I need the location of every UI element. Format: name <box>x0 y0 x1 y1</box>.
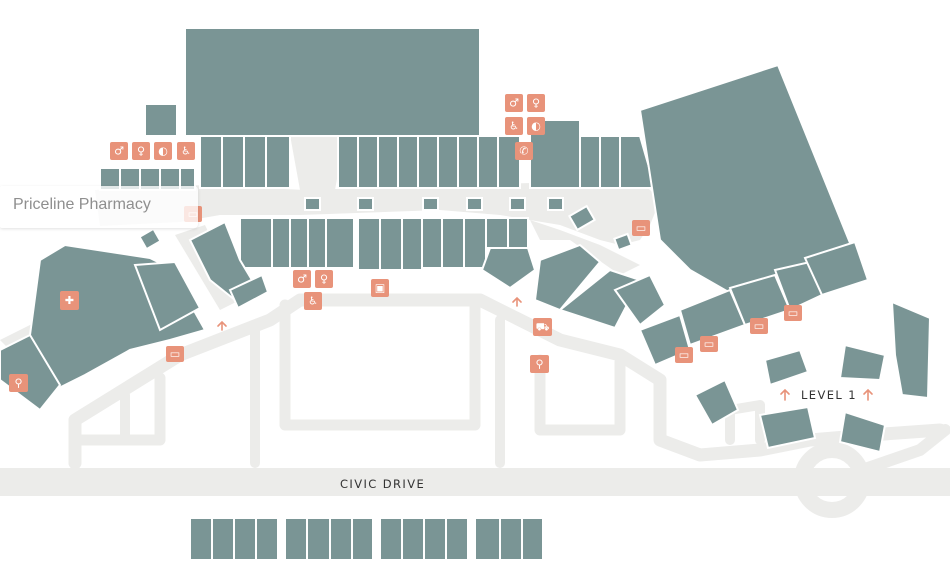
female-restroom-icon[interactable]: ♀ <box>527 94 545 112</box>
shops <box>0 27 932 561</box>
atm-icon[interactable]: ▭ <box>784 305 802 321</box>
atm-icon[interactable]: ▭ <box>632 220 650 236</box>
medical-cross-icon[interactable]: ✚ <box>60 291 79 310</box>
svg-text:▭: ▭ <box>679 349 689 362</box>
road-network <box>0 293 950 518</box>
svg-text:▭: ▭ <box>754 320 764 333</box>
parents-room-icon[interactable]: ◐ <box>527 117 545 135</box>
street-label: CIVIC DRIVE <box>340 477 425 491</box>
male-restroom-icon[interactable]: ♂ <box>110 142 128 160</box>
svg-text:♂: ♂ <box>114 145 124 158</box>
svg-text:♂: ♂ <box>509 97 519 110</box>
bus-icon[interactable]: ▣ <box>371 279 389 297</box>
svg-text:⚲: ⚲ <box>14 377 22 390</box>
svg-text:▭: ▭ <box>636 222 646 235</box>
svg-text:♿: ♿ <box>181 145 191 158</box>
atm-icon[interactable]: ▭ <box>675 347 693 363</box>
atm-icon[interactable]: ▭ <box>166 346 184 362</box>
entrance-arrow-icon <box>512 296 522 307</box>
female-restroom-icon[interactable]: ♀ <box>315 270 333 288</box>
svg-text:♀: ♀ <box>137 145 145 158</box>
wheelchair-icon[interactable]: ♿ <box>177 142 195 160</box>
wheelchair-icon[interactable]: ♿ <box>304 292 322 310</box>
motorcycle-parking-icon[interactable]: ⚲ <box>530 355 549 373</box>
svg-text:▭: ▭ <box>170 348 180 361</box>
svg-text:✆: ✆ <box>519 145 528 158</box>
phone-icon[interactable]: ✆ <box>515 142 533 160</box>
male-restroom-icon[interactable]: ♂ <box>505 94 523 112</box>
parents-room-icon[interactable]: ◐ <box>154 142 172 160</box>
wheelchair-icon[interactable]: ♿ <box>505 117 523 135</box>
svg-text:♂: ♂ <box>297 273 307 286</box>
svg-text:◐: ◐ <box>531 120 541 133</box>
svg-text:♿: ♿ <box>509 120 519 133</box>
svg-text:▣: ▣ <box>375 282 385 295</box>
motorcycle-parking-icon[interactable]: ⚲ <box>9 374 28 392</box>
entrance-arrow-icon <box>217 320 227 331</box>
atm-icon[interactable]: ▭ <box>700 336 718 352</box>
taxi-icon[interactable]: ⛟ <box>533 318 552 336</box>
atm-icon[interactable]: ▭ <box>750 318 768 334</box>
svg-text:♀: ♀ <box>532 97 540 110</box>
svg-text:⚲: ⚲ <box>535 358 543 371</box>
store-name-label: Priceline Pharmacy <box>13 196 151 213</box>
male-restroom-icon[interactable]: ♂ <box>293 270 311 288</box>
svg-text:▭: ▭ <box>704 338 714 351</box>
svg-text:◐: ◐ <box>158 145 168 158</box>
svg-text:♿: ♿ <box>308 295 318 308</box>
level-label: LEVEL 1 <box>801 388 857 402</box>
svg-text:♀: ♀ <box>320 273 328 286</box>
store-tooltip: Priceline Pharmacy <box>0 186 198 228</box>
svg-text:⛟: ⛟ <box>536 321 550 334</box>
entrance-arrow-icon <box>780 388 790 401</box>
svg-text:▭: ▭ <box>788 307 798 320</box>
entrance-arrow-icon <box>863 388 873 401</box>
female-restroom-icon[interactable]: ♀ <box>132 142 150 160</box>
svg-text:✚: ✚ <box>65 294 74 307</box>
